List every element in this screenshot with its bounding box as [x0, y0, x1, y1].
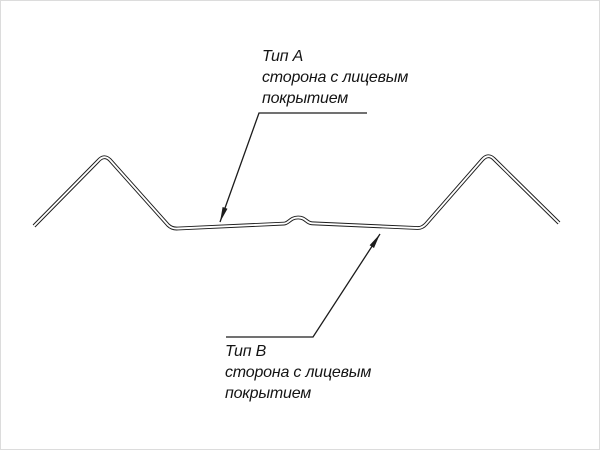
label-type-a-line1: сторона с лицевым — [262, 69, 409, 86]
profile-outline-inner — [33, 155, 560, 230]
label-type-b-line1: сторона с лицевым — [225, 364, 372, 381]
leader-line-top — [219, 112, 367, 223]
label-type-a-title: Тип A — [262, 48, 304, 65]
label-type-b-line2: покрытием — [225, 385, 312, 402]
label-type-b-title: Тип B — [225, 343, 267, 360]
label-type-a-line2: покрытием — [262, 90, 349, 107]
label-type-b: Тип B сторона с лицевым покрытием — [225, 341, 371, 404]
label-type-a: Тип A сторона с лицевым покрытием — [262, 46, 408, 109]
arrowhead-top-icon — [220, 207, 228, 222]
arrowhead-bottom-icon — [369, 234, 380, 248]
leader-line-bottom — [226, 233, 381, 338]
